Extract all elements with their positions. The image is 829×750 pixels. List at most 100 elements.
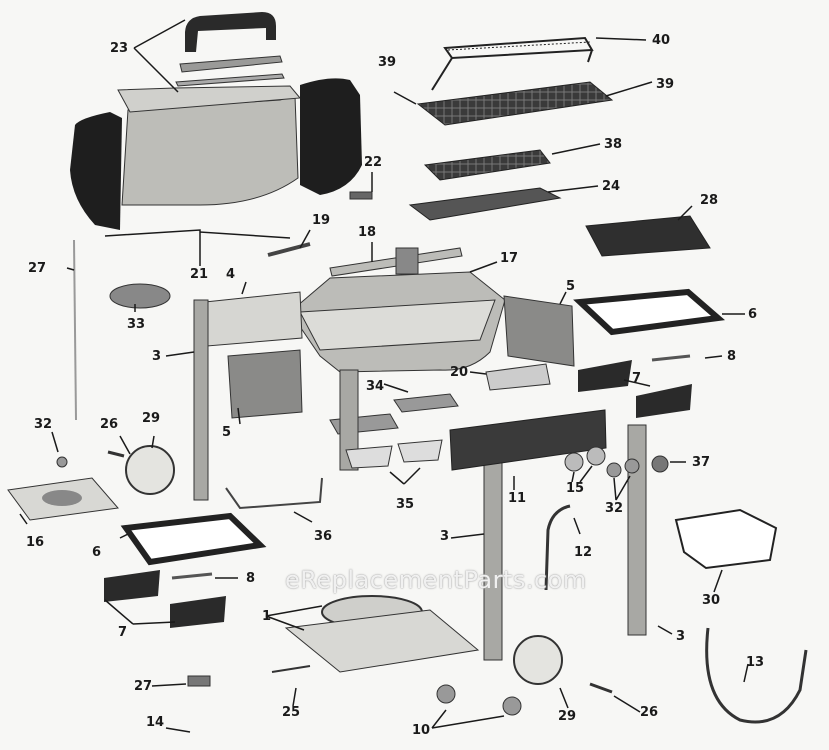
caster-part (436, 684, 456, 704)
shelf-bracket-part (170, 596, 226, 628)
callout-5b: 5 (566, 279, 576, 294)
callout-39a: 39 (378, 55, 397, 70)
callout-34: 34 (366, 379, 385, 394)
knob-bezel-part (651, 455, 669, 473)
callout-27a: 27 (28, 261, 47, 276)
callout-7b: 7 (118, 625, 128, 640)
callout-6a: 6 (748, 307, 758, 322)
crossover-bracket-part (329, 247, 463, 277)
callout-39b: 39 (656, 77, 675, 92)
rear-panel-part (204, 291, 303, 347)
callout-6b: 6 (92, 545, 102, 560)
callout-3b: 3 (440, 529, 450, 544)
callout-14: 14 (146, 715, 165, 730)
tank-rod-part (73, 239, 77, 421)
warming-rack-part (431, 36, 594, 91)
callout-19: 19 (312, 213, 331, 228)
igniter-wire-part (267, 242, 311, 257)
control-knob-part (564, 452, 584, 472)
callout-29b: 29 (558, 709, 577, 724)
shelf-bracket-part (578, 360, 632, 392)
callout-25: 25 (282, 705, 301, 720)
callout-40: 40 (652, 33, 671, 48)
callout-32b: 32 (605, 501, 624, 516)
towel-bar-part (651, 354, 691, 362)
wheel-part (125, 445, 175, 495)
leg-right-part (627, 424, 647, 636)
burner-part (408, 187, 562, 221)
callout-24: 24 (602, 179, 621, 194)
callout-5a: 5 (222, 425, 232, 440)
tank-hole-part (42, 490, 82, 506)
callout-26b: 26 (640, 705, 659, 720)
callout-17: 17 (500, 251, 519, 266)
callout-33: 33 (127, 317, 146, 332)
shelf-frame-bottom-part (120, 512, 267, 566)
callout-27b: 27 (134, 679, 153, 694)
side-tray-part (585, 215, 711, 257)
leg-front-left-part (193, 299, 209, 501)
callout-11: 11 (508, 491, 527, 506)
callout-29a: 29 (142, 411, 161, 426)
callout-3a: 3 (152, 349, 162, 364)
callout-37: 37 (692, 455, 711, 470)
side-panel-right-part (503, 295, 575, 367)
storage-basket-part (674, 508, 778, 570)
callout-4: 4 (226, 267, 236, 282)
heat-plate-part (423, 149, 551, 181)
callout-8b: 8 (246, 571, 256, 586)
callout-38: 38 (604, 137, 623, 152)
callout-21: 21 (190, 267, 209, 282)
towel-bar-part (171, 572, 213, 580)
shelf-bracket-part (636, 384, 692, 418)
firebox-part (289, 271, 506, 373)
wheel-part (513, 635, 563, 685)
bolt-part (271, 665, 311, 673)
axle-part (107, 450, 125, 458)
lid-handle-part (175, 12, 285, 87)
valve-part (624, 458, 640, 474)
callout-15: 15 (566, 481, 585, 496)
cooking-grate-part (416, 81, 614, 126)
gas-tube-part (544, 504, 571, 591)
shelf-frame-top-part (573, 288, 726, 336)
drip-cup-part (345, 445, 393, 469)
callout-28: 28 (700, 193, 719, 208)
caster-part (502, 696, 522, 716)
callout-36: 36 (314, 529, 333, 544)
callout-30: 30 (702, 593, 721, 608)
callout-13: 13 (746, 655, 765, 670)
callout-12: 12 (574, 545, 593, 560)
axle-part (589, 682, 613, 694)
gas-hose-part (705, 627, 808, 724)
grease-tray-part (393, 393, 459, 413)
shelf-bracket-part (104, 570, 160, 602)
heat-shield-part (485, 363, 551, 391)
tank-ring-part (109, 283, 171, 309)
callout-10: 10 (412, 723, 431, 738)
control-knob-part (586, 446, 606, 466)
callout-16: 16 (26, 535, 45, 550)
callout-35: 35 (396, 497, 415, 512)
clip-part (187, 675, 211, 687)
watermark: eReplacementParts.com (285, 566, 587, 594)
callout-20: 20 (450, 365, 469, 380)
leader-lines (19, 19, 749, 733)
drip-cup-part (397, 439, 443, 463)
callout-22: 22 (364, 155, 383, 170)
control-panel-part (449, 409, 607, 471)
callout-1: 1 (262, 609, 272, 624)
side-panel-left-part (227, 349, 303, 419)
callout-7a: 7 (632, 371, 642, 386)
callout-18: 18 (358, 225, 377, 240)
callout-8a: 8 (727, 349, 737, 364)
grill-lid-part (70, 78, 362, 230)
base-tray-part (284, 609, 480, 673)
lid-bracket-part (349, 191, 373, 200)
callout-23: 23 (110, 41, 129, 56)
callout-3c: 3 (676, 629, 686, 644)
bolt-part (56, 456, 68, 468)
drip-support-part (339, 369, 359, 471)
valve-part (606, 462, 622, 478)
